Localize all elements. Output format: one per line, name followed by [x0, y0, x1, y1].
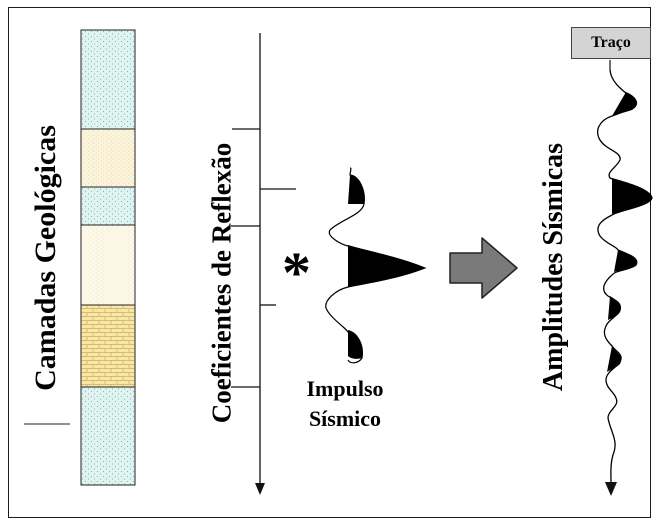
trace-label: Traço	[591, 34, 631, 51]
layer-sand-1	[80, 29, 136, 130]
layer-cream-1	[80, 128, 136, 188]
seismic-trace	[597, 60, 653, 496]
seismic-amplitudes-label: Amplitudes Sísmicas	[538, 142, 569, 392]
geologic-column	[80, 29, 136, 486]
process-arrow	[449, 237, 518, 299]
trace-label-box: Traço	[571, 27, 651, 59]
seismic-pulse	[325, 167, 427, 364]
layer-sand-2	[80, 186, 136, 226]
figure-frame	[8, 7, 651, 518]
layer-limestone	[80, 304, 136, 388]
geologic-layers-label: Camadas Geológicas	[29, 125, 62, 391]
reflection-axis	[231, 33, 296, 495]
layer-light	[80, 224, 136, 306]
layer-sand-3	[80, 386, 136, 486]
seismic-pulse-label-line1: Impulso	[306, 376, 384, 401]
seismic-pulse-label-line2: Sísmico	[308, 406, 382, 431]
seismic-pulse-label: Impulso Sísmico	[290, 374, 400, 434]
reflection-coefficients-label: Coeficientes de Reflexão	[206, 142, 237, 424]
convolution-symbol: *	[282, 240, 311, 305]
